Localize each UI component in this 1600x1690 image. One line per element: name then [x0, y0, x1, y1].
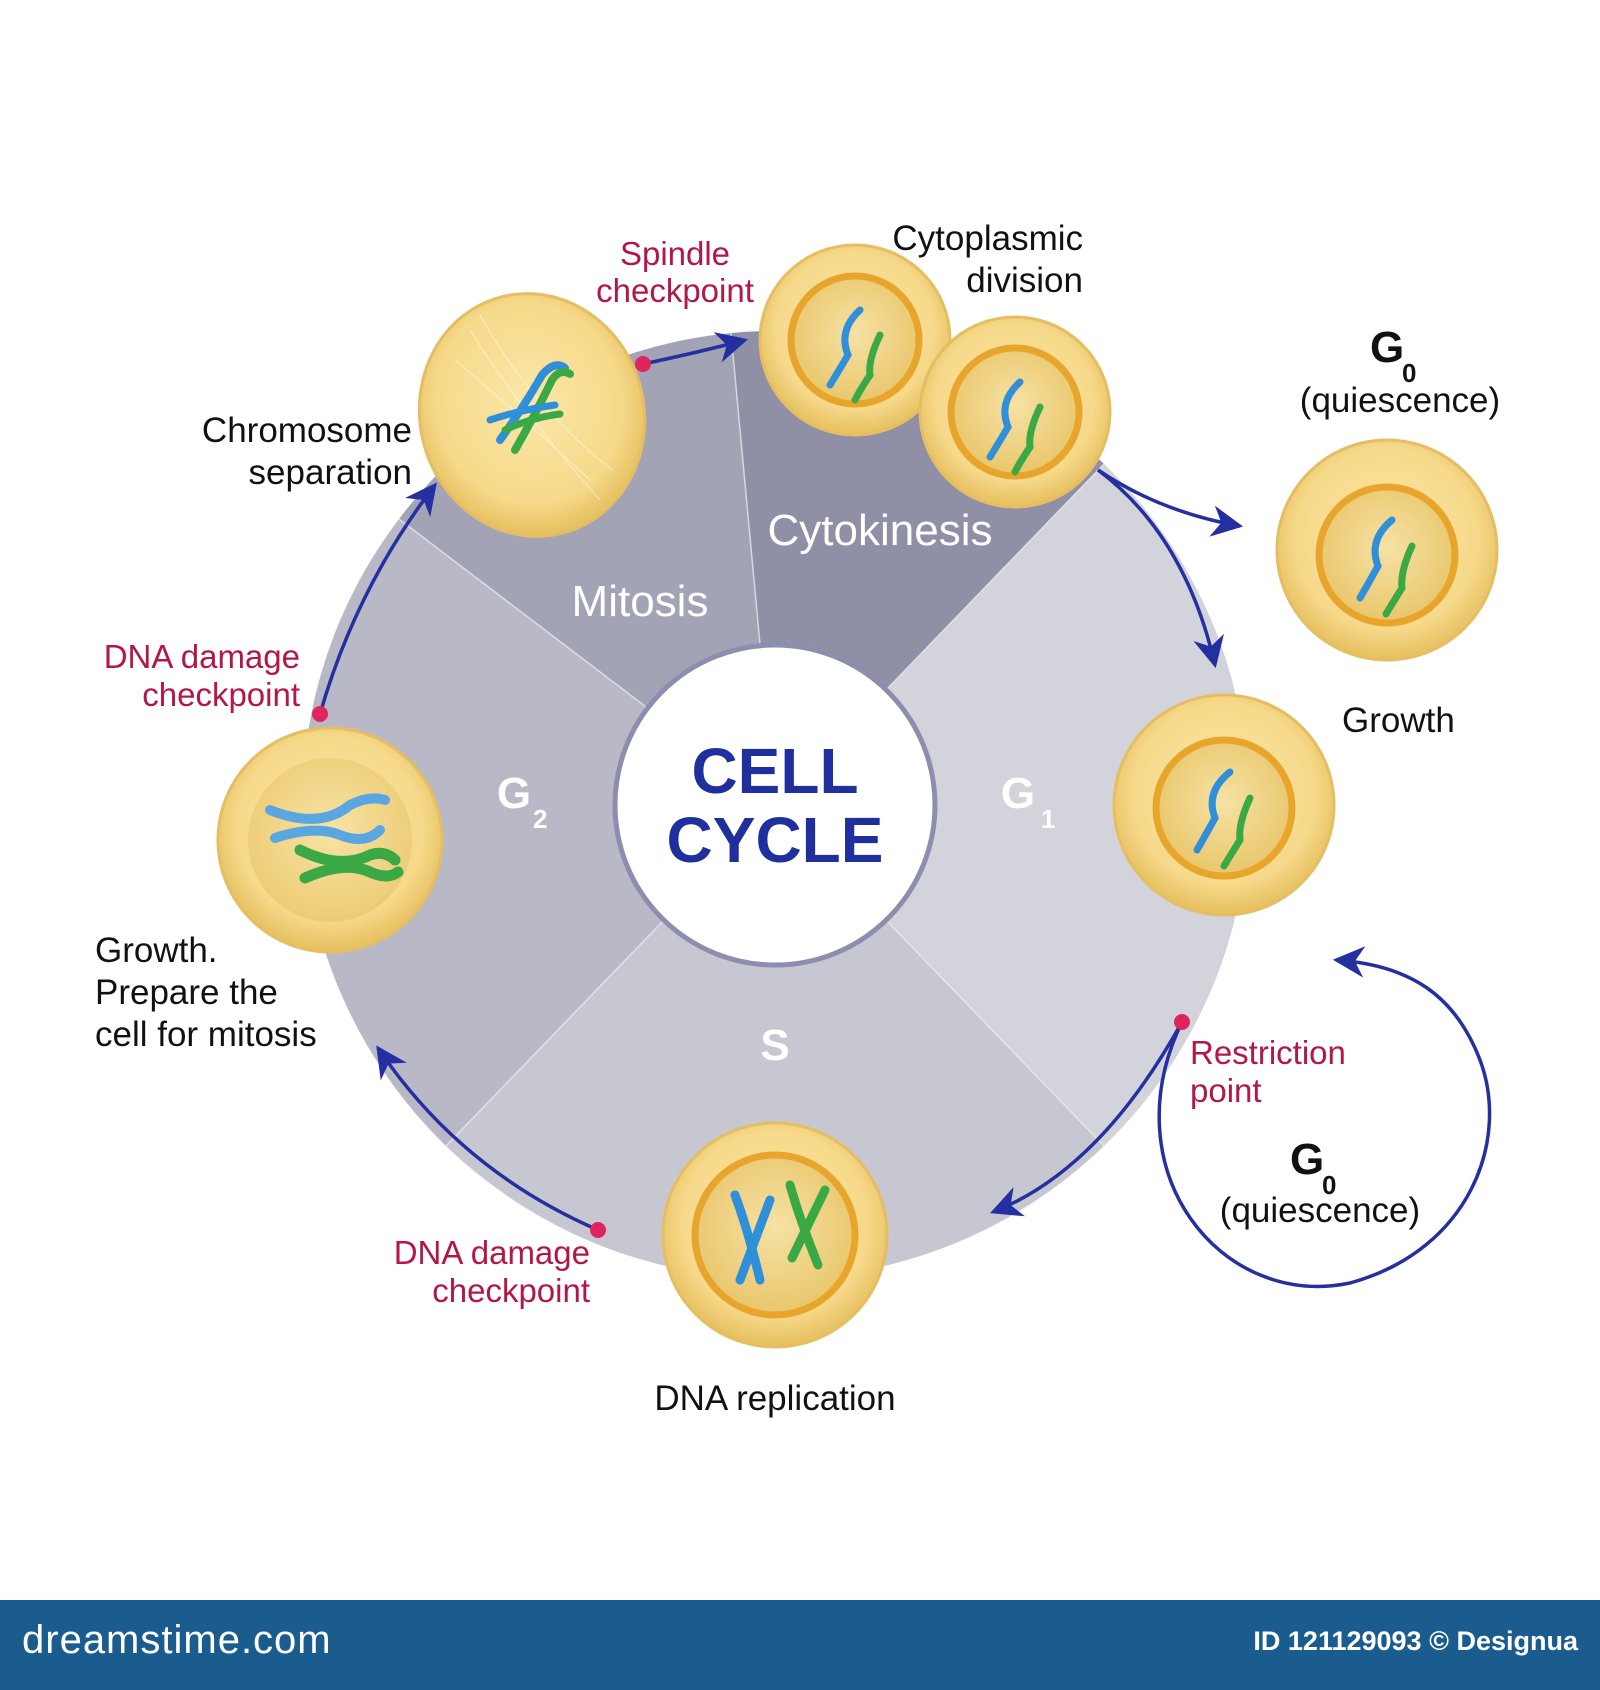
checkpoint-dot-dna-top [312, 706, 328, 722]
center-title-line2: CYCLE [667, 804, 884, 876]
phase-label-g2: G [497, 769, 531, 818]
label-spindle-checkpoint-1: Spindle [620, 235, 730, 272]
arrow-g2-to-mitosis [318, 482, 437, 715]
checkpoint-dot-spindle [635, 356, 651, 372]
label-g0-loop-sub: 0 [1322, 1170, 1336, 1200]
arrow-division-to-growth [1096, 468, 1224, 669]
watermark-footer: dreamstime.com ID 121129093 © Designua [0, 1600, 1600, 1690]
footer-brand: dreamstime.com [22, 1618, 332, 1662]
label-spindle-checkpoint-2: checkpoint [596, 272, 754, 309]
label-g0-top-desc: (quiescence) [1300, 381, 1500, 420]
checkpoint-dots [312, 356, 1190, 1238]
cell-s [661, 1121, 889, 1349]
label-dna-replication: DNA replication [654, 1379, 895, 1418]
phase-label-g1-sub: 1 [1041, 804, 1055, 834]
arrow-g1-to-g0 [1097, 468, 1244, 537]
label-g0-loop: G [1290, 1135, 1324, 1184]
cycle-arrows [318, 332, 1492, 1289]
arrow-s-to-g2 [376, 1045, 599, 1232]
label-dna-damage-bottom-2: checkpoint [432, 1272, 590, 1309]
phase-label-s: S [760, 1021, 789, 1070]
cell-g1 [1112, 693, 1336, 917]
center-title-line1: CELL [691, 735, 858, 807]
checkpoint-dot-restriction [1174, 1014, 1190, 1030]
phase-label-g1: G [1001, 769, 1035, 818]
sector-g2 [302, 519, 775, 1146]
label-restriction-point-1: Restriction [1190, 1034, 1346, 1071]
label-growth-prepare-2: Prepare the [95, 973, 278, 1012]
sector-g1 [775, 464, 1249, 1146]
label-dna-damage-bottom-1: DNA damage [394, 1234, 590, 1271]
cell-g0 [1275, 438, 1499, 662]
label-cytoplasmic-division-2: division [966, 261, 1083, 300]
arrow-g0-loop [1157, 946, 1492, 1289]
label-chromosome-separation-2: separation [249, 453, 412, 492]
label-restriction-point-2: point [1190, 1072, 1262, 1109]
label-cytoplasmic-division-1: Cytoplasmic [892, 219, 1083, 258]
cell-g2 [216, 726, 444, 954]
center-circle [612, 642, 938, 968]
label-g0-top-sub: 0 [1402, 358, 1416, 388]
checkpoint-dot-dna-bottom [590, 1222, 606, 1238]
label-growth-prepare-1: Growth. [95, 931, 218, 970]
phase-label-mitosis: Mitosis [572, 577, 709, 626]
sector-s [446, 805, 1104, 1279]
arrow-spindle-to-cytokinesis [642, 332, 749, 366]
diagram-canvas: CELL CYCLE Mitosis Cytokinesis G 1 G 2 S [95, 219, 1500, 1418]
label-dna-damage-top-2: checkpoint [142, 676, 300, 713]
cell-mitosis [417, 292, 647, 538]
phase-label-cytokinesis: Cytokinesis [768, 506, 993, 555]
cell-cytokinesis [758, 243, 1112, 509]
phase-label-g2-sub: 2 [533, 804, 547, 834]
label-growth-prepare-3: cell for mitosis [95, 1015, 317, 1054]
label-dna-damage-top-1: DNA damage [104, 638, 300, 675]
label-g0-top: G [1370, 323, 1404, 372]
footer-image-id: ID 121129093 © Designua [1253, 1626, 1578, 1656]
label-g0-loop-desc: (quiescence) [1220, 1191, 1420, 1230]
label-growth: Growth [1342, 701, 1455, 740]
arrow-restriction-to-s [990, 1021, 1184, 1217]
label-chromosome-separation-1: Chromosome [202, 411, 412, 450]
